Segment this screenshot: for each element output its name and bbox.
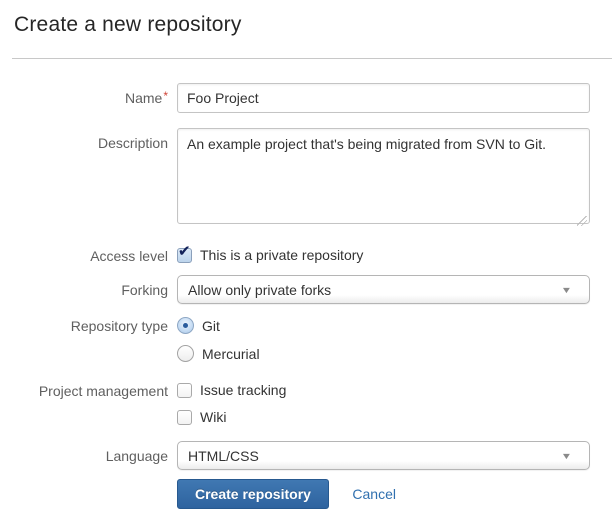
forking-select-value: Allow only private forks bbox=[188, 281, 332, 298]
checkmark-icon: ✔ bbox=[178, 242, 191, 260]
language-field-wrap: HTML/CSS ▼ bbox=[177, 441, 590, 470]
access-level-label: Access level bbox=[90, 248, 168, 264]
mercurial-radio-label[interactable]: Mercurial bbox=[202, 345, 260, 362]
actions-wrap: Create repository Cancel bbox=[177, 479, 590, 509]
project-management-label: Project management bbox=[38, 383, 168, 399]
name-label-text: Name bbox=[124, 90, 163, 106]
mercurial-radio[interactable] bbox=[177, 345, 194, 362]
form-row-project-management: Project management Issue tracking Wiki bbox=[14, 382, 598, 425]
description-textarea[interactable]: An example project that's being migrated… bbox=[177, 128, 590, 224]
name-input[interactable] bbox=[177, 83, 590, 113]
required-asterisk: * bbox=[163, 89, 168, 103]
actions-label-spacer bbox=[14, 491, 177, 498]
radio-dot-icon bbox=[183, 323, 188, 328]
form-row-forking: Forking Allow only private forks ▼ bbox=[14, 275, 598, 304]
form-row-actions: Create repository Cancel bbox=[14, 479, 598, 509]
create-repository-form: Name* Description An example project tha… bbox=[14, 83, 598, 509]
forking-label: Forking bbox=[121, 282, 168, 298]
forking-field-wrap: Allow only private forks ▼ bbox=[177, 275, 590, 304]
language-select-value: HTML/CSS bbox=[188, 447, 259, 464]
repository-type-option-git: Git bbox=[177, 317, 590, 334]
dropdown-arrow-icon: ▼ bbox=[560, 284, 573, 295]
repository-type-field-wrap: Git Mercurial bbox=[177, 317, 590, 362]
description-field-wrap: An example project that's being migrated… bbox=[177, 128, 590, 229]
repository-type-option-mercurial: Mercurial bbox=[177, 345, 590, 362]
git-radio-label[interactable]: Git bbox=[202, 317, 220, 334]
repository-type-label: Repository type bbox=[70, 318, 168, 334]
project-management-option-wiki: Wiki bbox=[177, 409, 590, 425]
create-repository-button[interactable]: Create repository bbox=[177, 479, 329, 509]
private-repository-checkbox-label[interactable]: This is a private repository bbox=[200, 247, 364, 263]
language-label: Language bbox=[105, 448, 168, 464]
form-row-description: Description An example project that's be… bbox=[14, 128, 598, 229]
dropdown-arrow-icon: ▼ bbox=[560, 450, 573, 461]
issue-tracking-checkbox[interactable] bbox=[177, 382, 192, 398]
divider bbox=[12, 58, 612, 59]
form-row-name: Name* bbox=[14, 83, 598, 113]
private-repository-checkbox[interactable]: ✔ bbox=[177, 243, 192, 263]
issue-tracking-checkbox-label[interactable]: Issue tracking bbox=[200, 382, 287, 398]
project-management-field-wrap: Issue tracking Wiki bbox=[177, 382, 590, 425]
access-level-field-wrap: ✔ This is a private repository bbox=[177, 243, 590, 263]
wiki-checkbox[interactable] bbox=[177, 409, 192, 425]
cancel-link[interactable]: Cancel bbox=[352, 486, 396, 502]
language-select[interactable]: HTML/CSS ▼ bbox=[177, 441, 590, 470]
form-row-repository-type: Repository type Git Mercurial bbox=[14, 317, 598, 362]
name-field-wrap bbox=[177, 83, 590, 113]
project-management-option-issue-tracking: Issue tracking bbox=[177, 382, 590, 398]
description-label: Description bbox=[97, 135, 168, 151]
forking-select[interactable]: Allow only private forks ▼ bbox=[177, 275, 590, 304]
name-label: Name* bbox=[14, 83, 177, 106]
private-repository-option: ✔ This is a private repository bbox=[177, 243, 590, 263]
wiki-checkbox-label[interactable]: Wiki bbox=[200, 409, 227, 425]
page-title: Create a new repository bbox=[14, 13, 242, 36]
form-row-language: Language HTML/CSS ▼ bbox=[14, 441, 598, 470]
git-radio[interactable] bbox=[177, 317, 194, 334]
form-row-access-level: Access level ✔ This is a private reposit… bbox=[14, 243, 598, 265]
